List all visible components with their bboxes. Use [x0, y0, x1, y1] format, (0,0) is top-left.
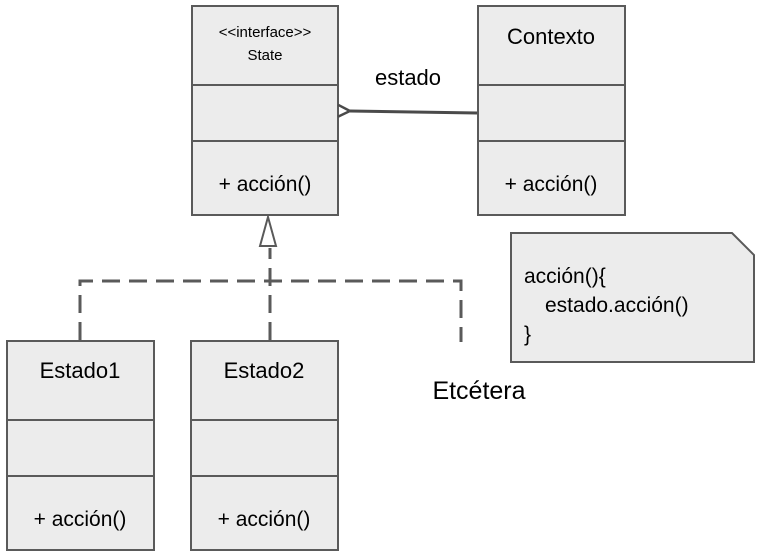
- state-class-box: [191, 5, 339, 216]
- state-class-name: State: [247, 47, 282, 64]
- note-line-1: acción(){: [524, 265, 606, 288]
- estado1-class-box: [6, 340, 155, 551]
- contexto-class-box: [477, 5, 626, 216]
- note-body: [510, 232, 755, 363]
- estado2-class[interactable]: Estado2 + acción(): [190, 340, 339, 551]
- state-stereotype: <<interface>>: [219, 24, 312, 41]
- association-arrow: [350, 111, 478, 113]
- estado2-class-name: Estado2: [224, 358, 305, 383]
- note-line-3: }: [524, 323, 531, 346]
- state-interface-class[interactable]: <<interface>> State + acción(): [191, 5, 339, 216]
- etcetera-label: Etcétera: [432, 377, 525, 405]
- note-line-2: estado.acción(): [545, 294, 689, 317]
- contexto-method: + acción(): [505, 173, 598, 196]
- estado1-class[interactable]: Estado1 + acción(): [6, 340, 155, 551]
- contexto-class[interactable]: Contexto + acción(): [477, 5, 626, 216]
- code-note[interactable]: acción(){ estado.acción() }: [510, 232, 755, 363]
- realization-lines: [78, 248, 463, 342]
- estado1-class-name: Estado1: [40, 358, 121, 383]
- realization-triangle-icon: [258, 213, 278, 247]
- estado1-method: + acción(): [34, 508, 127, 531]
- association-label: estado: [375, 65, 441, 90]
- state-method: + acción(): [219, 173, 312, 196]
- estado2-class-box: [190, 340, 339, 551]
- estado2-method: + acción(): [218, 508, 311, 531]
- contexto-class-name: Contexto: [507, 24, 595, 49]
